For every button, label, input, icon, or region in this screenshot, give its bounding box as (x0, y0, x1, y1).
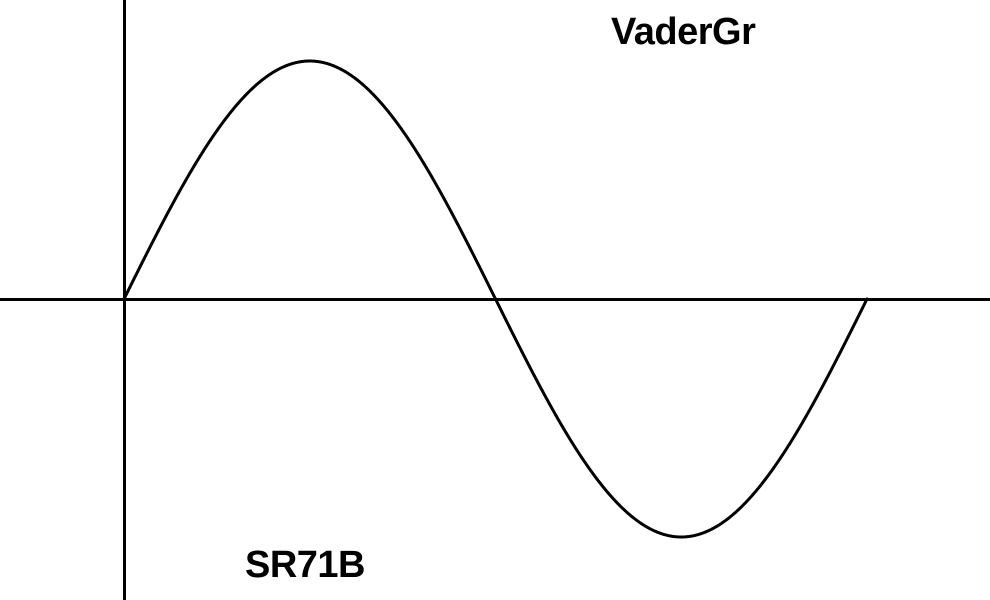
sine-curve (122, 59, 869, 539)
trough-label: SR71B (245, 544, 366, 586)
peak-label: VaderGr (611, 11, 756, 53)
